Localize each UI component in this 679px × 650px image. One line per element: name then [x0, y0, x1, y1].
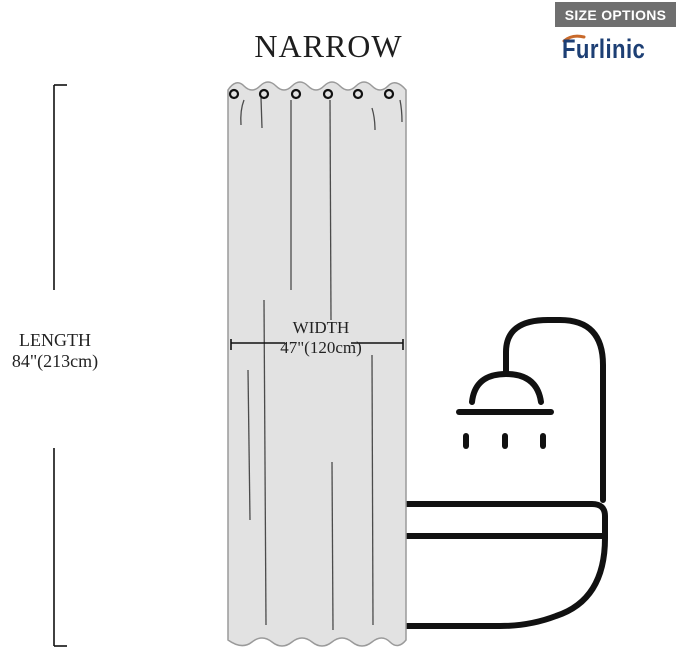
length-label: LENGTH 84"(213cm)	[0, 330, 110, 372]
brand-name: Furlinic	[562, 34, 646, 64]
width-caption: WIDTH	[292, 318, 350, 337]
brand-logo: Furlinic	[560, 32, 678, 68]
brand-swoosh-icon	[562, 34, 586, 43]
size-title: NARROW	[254, 28, 403, 64]
length-bracket	[53, 84, 67, 647]
length-value: 84"(213cm)	[11, 351, 99, 371]
width-bracket	[230, 339, 404, 350]
length-caption: LENGTH	[19, 330, 91, 350]
shower-head-icon	[456, 317, 606, 503]
width-value: 47"(120cm)	[280, 338, 362, 357]
width-label: WIDTH 47"(120cm)	[250, 318, 392, 358]
bathtub-icon	[404, 501, 608, 629]
size-options-badge: SIZE OPTIONS	[555, 2, 676, 27]
curtain-panel-icon	[227, 81, 407, 647]
